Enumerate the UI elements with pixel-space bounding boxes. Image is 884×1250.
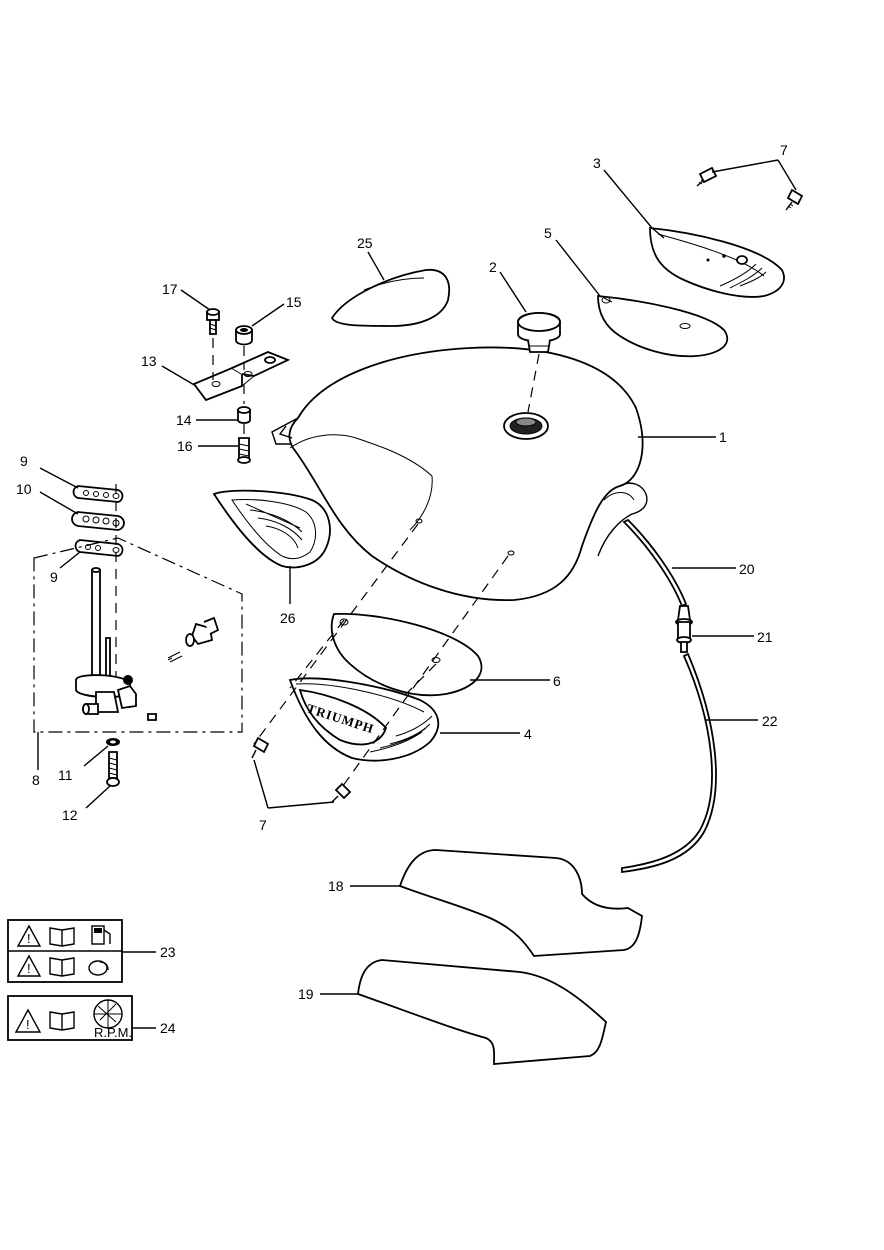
badge-screw	[251, 736, 270, 759]
mounting-bracket	[192, 351, 291, 402]
callout-3: 3	[593, 155, 601, 171]
callout-12: 12	[62, 807, 78, 823]
callout-7-top: 7	[780, 142, 788, 158]
callout-22: 22	[762, 713, 778, 729]
heat-insulation-pad-18	[398, 849, 643, 957]
manual-book-icon	[49, 927, 75, 947]
spacer-14	[237, 406, 251, 424]
callout-4: 4	[524, 726, 532, 742]
breather-pipe-22	[621, 652, 717, 874]
warning-triangle-icon: !	[14, 1008, 42, 1033]
callout-26: 26	[280, 610, 296, 626]
warning-triangle-icon: !	[16, 954, 42, 977]
rubber-grommet-15	[235, 325, 253, 346]
callout-25: 25	[357, 235, 373, 251]
callout-11: 11	[58, 767, 73, 783]
rpm-text: R.P.M.	[94, 1025, 132, 1040]
breather-pipe-20	[622, 518, 688, 608]
callout-18: 18	[328, 878, 344, 894]
manual-book-icon	[49, 1011, 75, 1031]
manual-book-icon	[49, 957, 75, 977]
tap-lever	[167, 616, 220, 663]
badge-screw	[696, 166, 718, 187]
tap-plate-10	[71, 511, 125, 531]
knee-pad-top	[330, 269, 450, 327]
badge-gasket-lower	[330, 612, 483, 697]
callout-5: 5	[544, 225, 552, 241]
tap-assembly-outline	[33, 537, 243, 733]
callout-10: 10	[16, 481, 32, 497]
callout-21: 21	[757, 629, 773, 645]
fuel-tap	[75, 567, 157, 721]
breather-valve-21	[675, 605, 693, 653]
callout-6: 6	[553, 673, 561, 689]
callout-23: 23	[160, 944, 176, 960]
warning-label-23: ! !	[7, 919, 123, 983]
callout-24: 24	[160, 1020, 176, 1036]
callout-8: 8	[32, 772, 40, 788]
callout-17: 17	[162, 281, 178, 297]
svg-text:!: !	[27, 961, 31, 976]
callout-16: 16	[177, 438, 193, 454]
tap-gasket-9-top	[72, 485, 124, 503]
callout-1: 1	[719, 429, 727, 445]
warning-triangle-icon: !	[16, 924, 42, 947]
callout-19: 19	[298, 986, 314, 1002]
callout-2: 2	[489, 259, 497, 275]
rpm-gauge-icon	[93, 999, 123, 1029]
oil-can-icon	[88, 960, 109, 976]
svg-text:!: !	[27, 931, 31, 946]
svg-text:!: !	[26, 1017, 30, 1032]
badge-screw	[785, 188, 804, 211]
callout-15: 15	[286, 294, 302, 310]
callout-20: 20	[739, 561, 755, 577]
callout-7-bottom: 7	[259, 817, 267, 833]
callout-13: 13	[141, 353, 157, 369]
heat-insulation-pad-19	[357, 959, 607, 1065]
knee-grip-pad	[212, 489, 331, 569]
triumph-badge: TRIUMPH	[288, 677, 440, 762]
callout-14: 14	[176, 412, 192, 428]
callout-9-bottom: 9	[50, 569, 58, 585]
fuel-pump-icon	[91, 925, 111, 945]
washer-11	[106, 738, 120, 746]
bolt-16	[237, 437, 251, 464]
filler-cap	[517, 312, 561, 353]
badge-screw	[331, 782, 352, 803]
badge-right-top	[649, 227, 785, 298]
warning-label-24: ! R.P.M.	[7, 995, 133, 1041]
tap-gasket-9-bottom	[74, 539, 124, 557]
bracket-bolt-17	[206, 308, 220, 335]
badge-gasket-right	[597, 295, 729, 358]
fuel-tank	[271, 346, 648, 601]
screw-12	[106, 751, 120, 787]
callout-9-top: 9	[20, 453, 28, 469]
